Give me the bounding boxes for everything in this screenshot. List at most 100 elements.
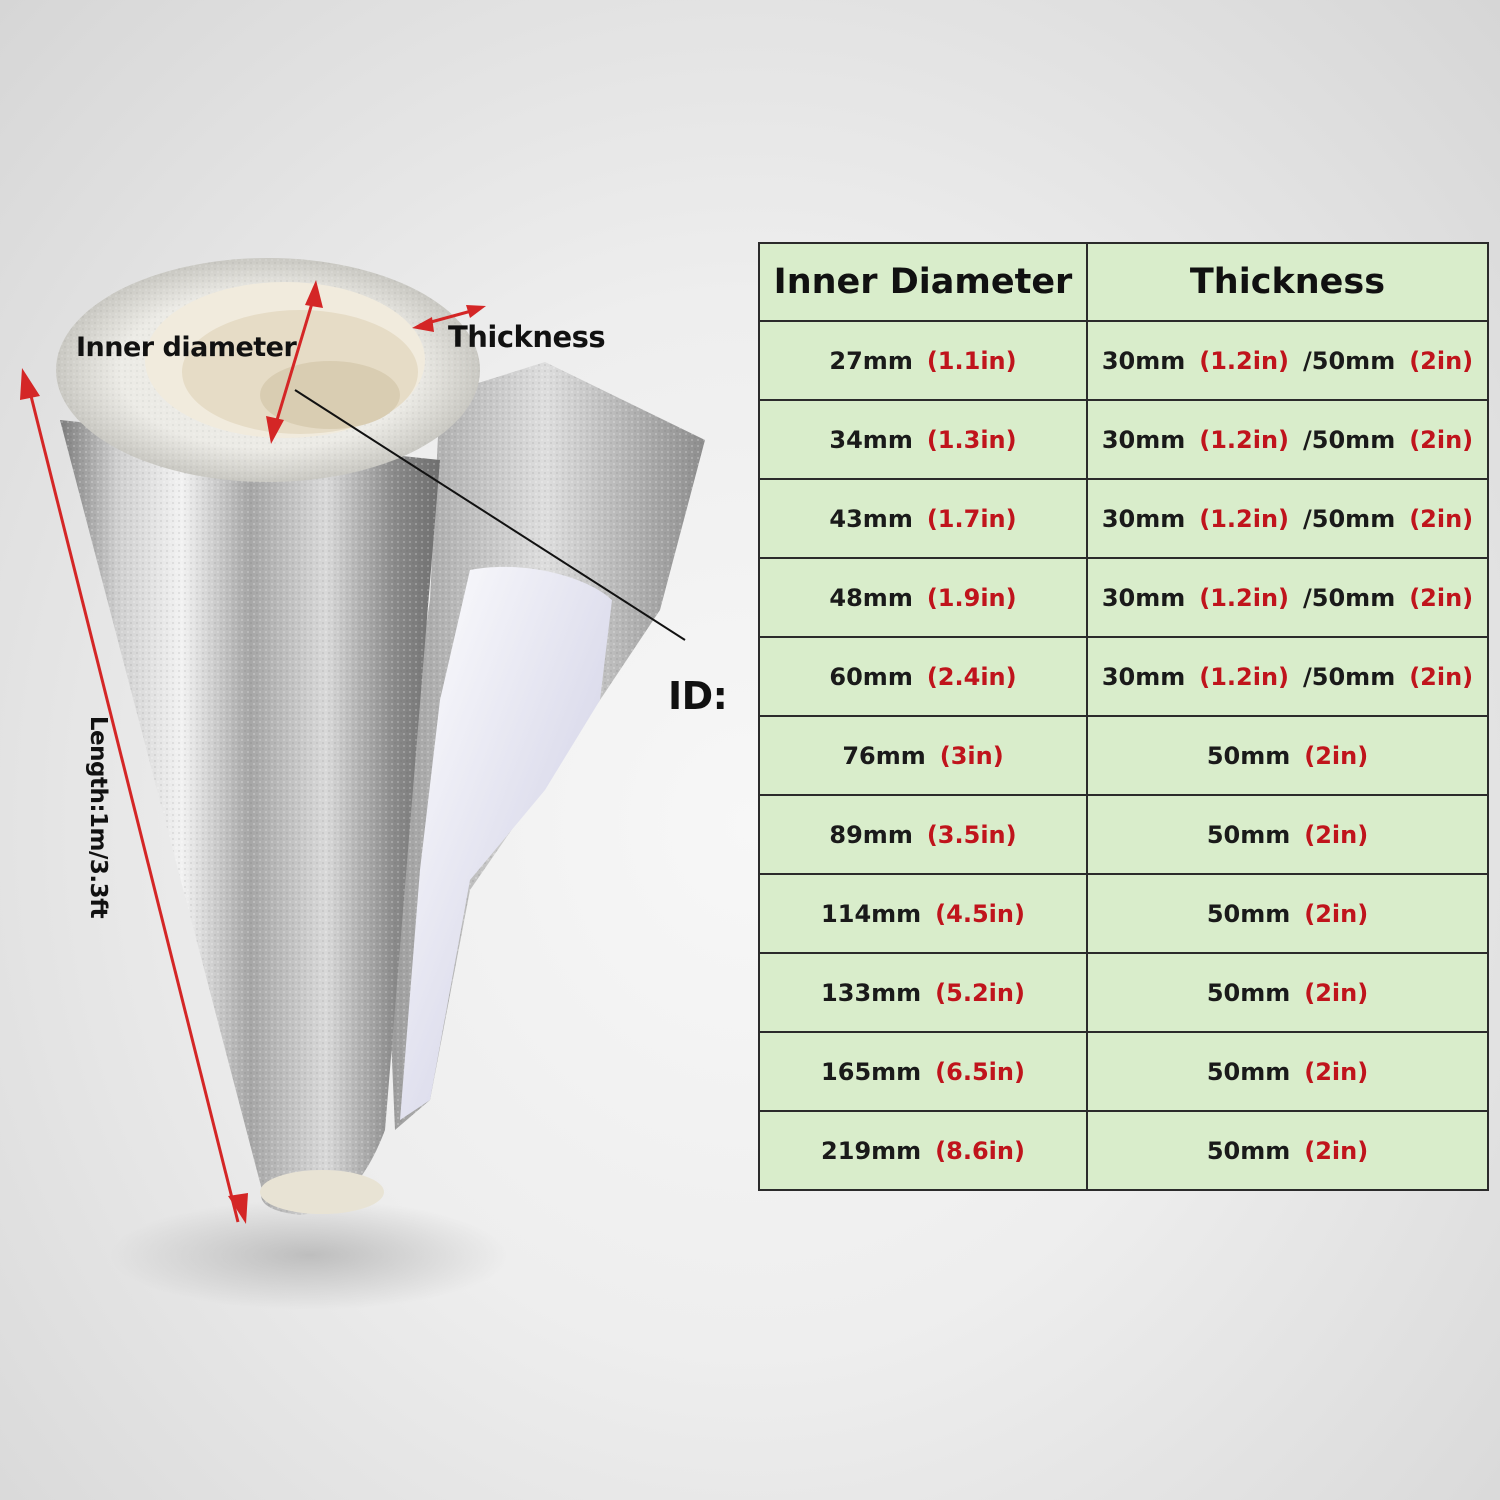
table-row: 114mm (4.5in) 50mm (2in) (758, 873, 1489, 954)
diameter-inches: (4.5in) (935, 899, 1025, 928)
thickness-inches: (2in) (1409, 662, 1474, 691)
diameter-inches: (5.2in) (935, 978, 1025, 1007)
thickness-mm: 30mm (1101, 583, 1186, 612)
thickness-cell: 30mm (1.2in) /50mm (2in) (1086, 320, 1489, 401)
thickness-cell: 30mm(1.2in)/50mm(2in) (1086, 557, 1489, 638)
thickness-cell: 30mm (1.2in) /50mm (2in) (1086, 478, 1489, 559)
table-row: 89mm (3.5in) 50mm (2in) (758, 794, 1489, 875)
diameter-mm: 43mm (829, 504, 913, 533)
thickness-inches: (1.2in) (1199, 346, 1290, 375)
thickness-mm: 50mm (1206, 899, 1291, 928)
thickness-label: Thickness (448, 320, 606, 354)
table-row: 76mm(3in) 50mm (2in) (758, 715, 1489, 796)
inner-diameter-cell: 34mm (1.3in) (758, 399, 1088, 480)
thickness-cell: 50mm(2in) (1086, 1031, 1489, 1112)
table-row: 48mm(1.9in)30mm(1.2in)/50mm(2in) (758, 557, 1489, 638)
thickness-cell: 50mm (2in) (1086, 1110, 1489, 1191)
thickness-mm: 50mm (1206, 741, 1291, 770)
table-row: 60mm (2.4in) 30mm(1.2in)/50mm(2in) (758, 636, 1489, 717)
diameter-mm: 48mm (829, 583, 913, 612)
diameter-mm: 89mm (829, 820, 913, 849)
thickness-inches: (1.2in) (1199, 504, 1290, 533)
tube-bore-depth (260, 361, 400, 429)
thickness-mm: 50mm (1206, 1136, 1291, 1165)
diameter-mm: 27mm (829, 346, 913, 375)
diameter-inches: (1.9in) (926, 583, 1017, 612)
id-pointer-line (294, 389, 686, 641)
thickness-inches: (2in) (1409, 504, 1474, 533)
thickness-inches: (2in) (1304, 1136, 1369, 1165)
diameter-inches: (6.5in) (935, 1057, 1025, 1086)
white-liner (400, 566, 612, 1120)
thickness-cell: 30mm (1.2in) /50mm (2in) (1086, 399, 1489, 480)
thickness-cell: 50mm (2in) (1086, 873, 1489, 954)
diameter-mm: 219mm (821, 1136, 922, 1165)
thickness-mm: /50mm (1303, 346, 1396, 375)
inner-diameter-cell: 76mm(3in) (758, 715, 1088, 796)
tube-bottom-end (260, 1170, 384, 1214)
diameter-inches: (3in) (939, 741, 1004, 770)
thickness-mm: /50mm (1303, 504, 1396, 533)
thickness-cell: 50mm (2in) (1086, 952, 1489, 1033)
floor-shadow (110, 1200, 510, 1310)
inner-diameter-cell: 43mm (1.7in) (758, 478, 1088, 559)
thickness-mm: 50mm (1206, 978, 1291, 1007)
diameter-inches: (3.5in) (926, 820, 1017, 849)
diameter-inches: (1.1in) (926, 346, 1017, 375)
table-row: 165mm (6.5in) 50mm(2in) (758, 1031, 1489, 1112)
diameter-mm: 34mm (829, 425, 913, 454)
thickness-arrow (412, 305, 486, 332)
thickness-inches: (2in) (1304, 820, 1369, 849)
table-row: 27mm (1.1in) 30mm (1.2in) /50mm (2in) (758, 320, 1489, 401)
thickness-mm: 30mm (1101, 346, 1186, 375)
thickness-mm: 30mm (1101, 662, 1186, 691)
tube-body-texture (60, 420, 440, 1215)
table-row: 34mm (1.3in) 30mm (1.2in) /50mm (2in) (758, 399, 1489, 480)
inner-diameter-cell: 165mm (6.5in) (758, 1031, 1088, 1112)
inner-diameter-label: Inner diameter (76, 332, 297, 363)
size-table: Inner Diameter Thickness 27mm (1.1in) 30mm… (758, 242, 1489, 1191)
thickness-cell: 30mm(1.2in)/50mm(2in) (1086, 636, 1489, 717)
id-label: ID: (668, 674, 728, 718)
inner-diameter-cell: 133mm (5.2in) (758, 952, 1088, 1033)
thickness-inches: (1.2in) (1199, 425, 1290, 454)
diameter-mm: 133mm (821, 978, 922, 1007)
thickness-inches: (2in) (1304, 899, 1369, 928)
thickness-mm: /50mm (1303, 425, 1396, 454)
thickness-mm: 50mm (1206, 820, 1291, 849)
table-header-row: Inner Diameter Thickness (758, 242, 1489, 322)
diameter-inches: (2.4in) (926, 662, 1017, 691)
thickness-inches: (2in) (1409, 583, 1474, 612)
inner-diameter-cell: 219mm (8.6in) (758, 1110, 1088, 1191)
inner-diameter-cell: 48mm (1.9in) (758, 557, 1088, 638)
inner-diameter-cell: 114mm (4.5in) (758, 873, 1088, 954)
inner-diameter-cell: 60mm (2.4in) (758, 636, 1088, 717)
length-label: Length:1m/3.3ft (85, 715, 111, 919)
diameter-inches: (1.3in) (926, 425, 1017, 454)
length-arrow (20, 368, 248, 1224)
table-row: 133mm (5.2in) 50mm (2in) (758, 952, 1489, 1033)
thickness-inches: (2in) (1304, 978, 1369, 1007)
thickness-cell: 50mm (2in) (1086, 794, 1489, 875)
thickness-mm: 50mm (1206, 1057, 1291, 1086)
thickness-inches: (2in) (1409, 425, 1474, 454)
thickness-mm: /50mm (1303, 583, 1396, 612)
diameter-mm: 114mm (821, 899, 922, 928)
diameter-mm: 60mm (829, 662, 913, 691)
inner-diameter-cell: 89mm (3.5in) (758, 794, 1088, 875)
inner-diameter-arrow (266, 280, 323, 444)
table-row: 43mm (1.7in) 30mm (1.2in) /50mm (2in) (758, 478, 1489, 559)
inner-diameter-cell: 27mm (1.1in) (758, 320, 1088, 401)
diameter-inches: (8.6in) (935, 1136, 1025, 1165)
thickness-mm: 30mm (1101, 425, 1186, 454)
table-row: 219mm (8.6in) 50mm (2in) (758, 1110, 1489, 1191)
header-inner-diameter: Inner Diameter (758, 242, 1088, 322)
thickness-mm: 30mm (1101, 504, 1186, 533)
thickness-inches: (2in) (1409, 346, 1474, 375)
thickness-inches: (2in) (1304, 741, 1369, 770)
header-thickness: Thickness (1086, 242, 1489, 322)
diameter-mm: 165mm (821, 1057, 922, 1086)
diameter-inches: (1.7in) (926, 504, 1017, 533)
thickness-cell: 50mm (2in) (1086, 715, 1489, 796)
